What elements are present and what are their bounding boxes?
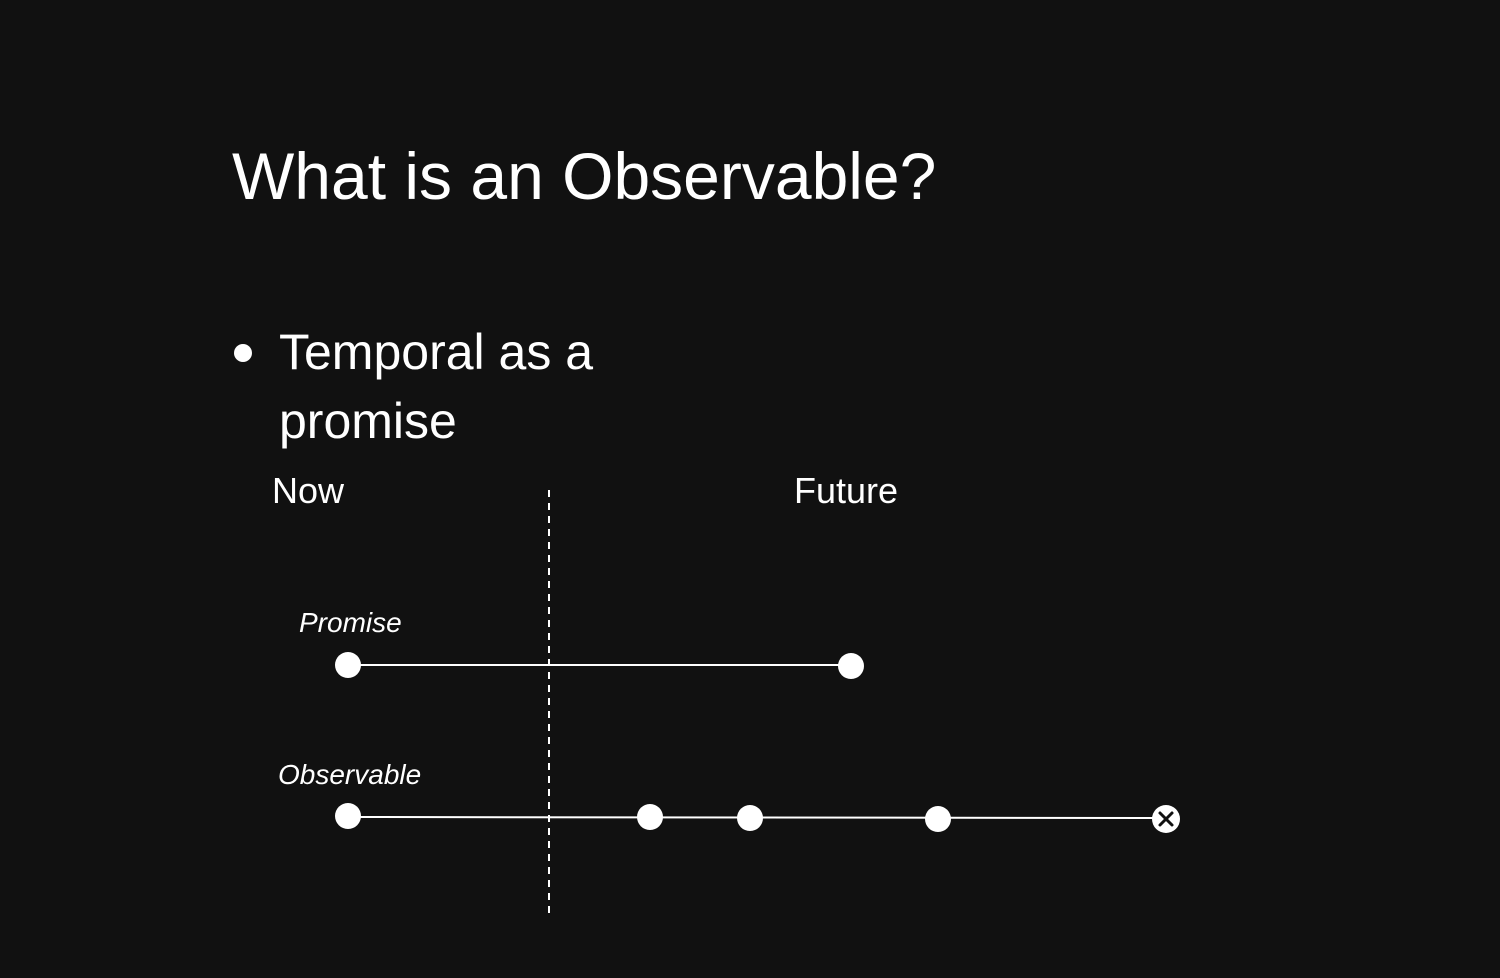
observable-timeline: [335, 803, 1180, 833]
now-label: Now: [272, 470, 345, 511]
observable-start-event: [335, 803, 361, 829]
bullet-text: Temporal as a promise: [279, 324, 594, 449]
close-x-icon: [1152, 805, 1180, 833]
promise-label: Promise: [299, 607, 402, 638]
observable-label: Observable: [278, 759, 421, 790]
future-label: Future: [794, 470, 898, 511]
observable-event: [925, 806, 951, 832]
bullet-item: Temporal as a promise: [232, 318, 639, 456]
observable-event: [737, 805, 763, 831]
promise-start-event: [335, 652, 361, 678]
observable-event: [637, 804, 663, 830]
bullet-dot-icon: [234, 344, 252, 362]
slide-title: What is an Observable?: [232, 139, 937, 213]
promise-resolve-event: [838, 653, 864, 679]
promise-timeline: [335, 652, 864, 679]
bullet-list: Temporal as a promise: [232, 318, 639, 456]
